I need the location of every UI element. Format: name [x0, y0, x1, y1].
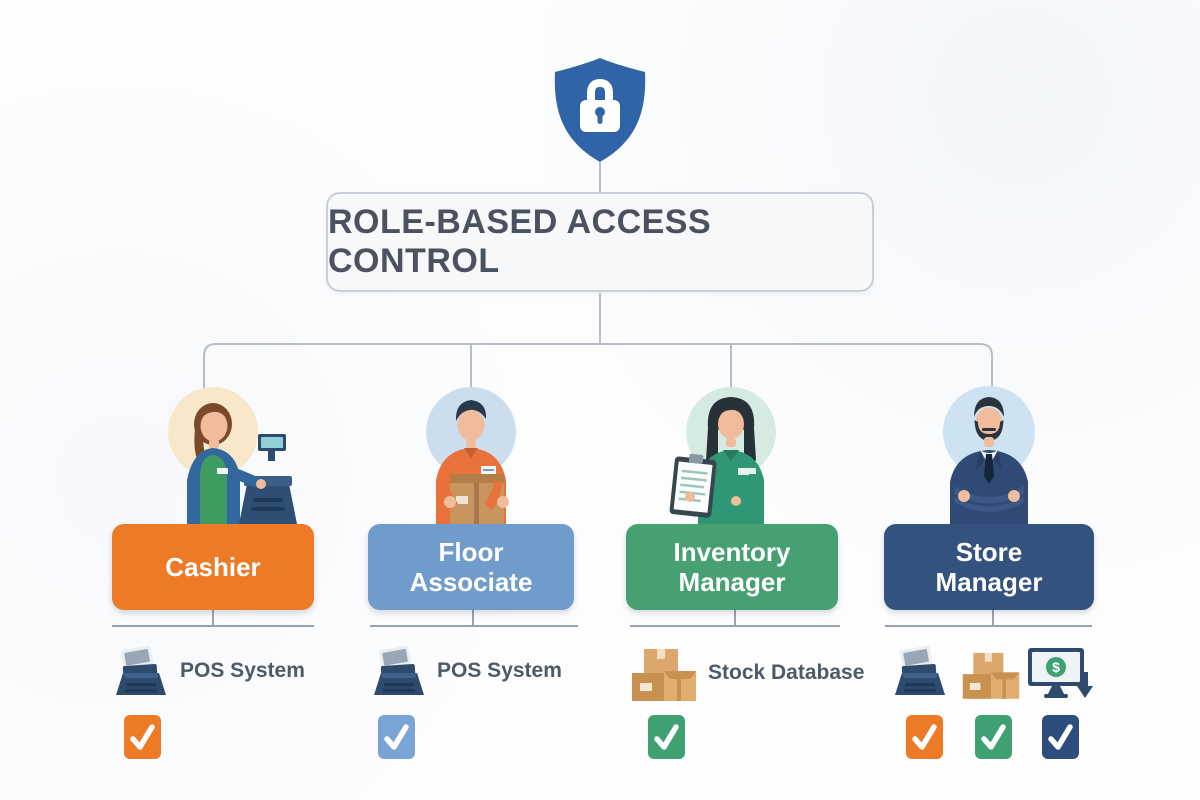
avatar-floor-associate — [426, 387, 516, 524]
title-box: ROLE-BASED ACCESS CONTROL — [326, 192, 874, 292]
avatar-cashier — [168, 387, 297, 524]
sales-monitor-icon: $ — [1028, 648, 1093, 698]
access-label-floor-associate: POS System — [437, 659, 562, 682]
check-icon — [654, 724, 679, 750]
check-icon — [912, 724, 937, 750]
check-icon — [384, 724, 409, 750]
checkbox-store-manager-pos — [906, 715, 943, 759]
role-box-inventory-manager: Inventory Manager — [626, 524, 838, 610]
pos-terminal-icon — [895, 645, 945, 695]
role-box-cashier: Cashier — [112, 524, 314, 610]
pos-terminal-icon — [116, 645, 166, 695]
page-title: ROLE-BASED ACCESS CONTROL — [328, 203, 712, 280]
stock-boxes-icon — [632, 649, 696, 701]
access-label-inventory-manager: Stock Database — [708, 661, 865, 684]
checkbox-floor-associate-pos — [378, 715, 415, 759]
pos-terminal-icon — [374, 645, 424, 695]
check-icon — [1048, 724, 1073, 750]
access-label-cashier: POS System — [180, 659, 305, 682]
check-icon — [130, 724, 155, 750]
avatar-inventory-manager — [669, 387, 776, 524]
checkbox-inventory-stock — [648, 715, 685, 759]
checkbox-store-manager-sales — [1042, 715, 1079, 759]
role-box-store-manager: Store Manager — [884, 524, 1094, 610]
shield-lock-icon — [554, 58, 646, 162]
role-box-floor-associate: Floor Associate — [368, 524, 574, 610]
checkbox-cashier-pos — [124, 715, 161, 759]
avatar-store-manager — [943, 386, 1035, 524]
stock-boxes-icon — [962, 652, 1020, 699]
checkbox-store-manager-stock — [975, 715, 1012, 759]
svg-text:$: $ — [1052, 659, 1060, 675]
role-underline-rules — [112, 610, 1092, 627]
check-icon — [981, 724, 1006, 750]
